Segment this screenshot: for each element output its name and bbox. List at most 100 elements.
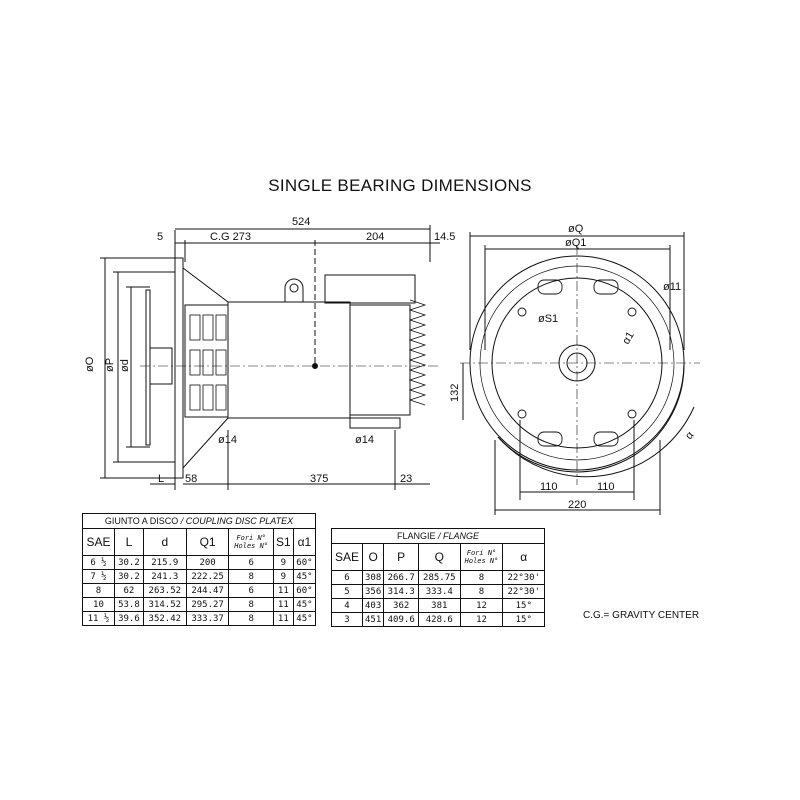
table-cell: 7 ½ xyxy=(82,569,115,584)
dim-dia-Q: øQ xyxy=(568,223,584,235)
table-cell: 60° xyxy=(292,583,317,598)
table-cell: 263.52 xyxy=(142,583,187,598)
holes-it: Fori N° xyxy=(466,549,497,557)
dim-14-5: 14.5 xyxy=(434,231,455,243)
table-cell: 403 xyxy=(361,598,385,613)
dim-cg: C.G 273 xyxy=(210,231,251,243)
table-cell: 22°30' xyxy=(502,584,545,599)
table-cell: 6 xyxy=(228,583,274,598)
gravity-center-note: C.G.= GRAVITY CENTER xyxy=(583,610,700,621)
table-cell: 45° xyxy=(292,611,317,626)
dim-110-right: 110 xyxy=(597,481,615,493)
table-cell: 4 xyxy=(331,598,363,613)
table-cell: 222.25 xyxy=(185,569,230,584)
dim-220: 220 xyxy=(568,499,586,511)
table-cell: 428.6 xyxy=(418,612,461,627)
caption-en: / COUPLING DISC PLATEX xyxy=(180,516,294,526)
table-cell: 11 xyxy=(272,583,294,598)
table-cell: 451 xyxy=(361,612,385,627)
table-cell: 62 xyxy=(113,583,144,598)
dim-dia-d: ød xyxy=(119,359,131,372)
table-cell: 45° xyxy=(292,569,317,584)
table-cell: 15° xyxy=(502,598,545,613)
dim-alpha: α xyxy=(683,429,697,442)
flange-caption: FLANGIE / FLANGE xyxy=(331,528,545,544)
col-Q1: Q1 xyxy=(185,528,230,556)
table-cell: 6 ½ xyxy=(82,555,115,570)
table-cell: 3 xyxy=(331,612,363,627)
table-cell: 362 xyxy=(383,598,420,613)
table-cell: 333.4 xyxy=(418,584,461,599)
table-cell: 200 xyxy=(185,555,230,570)
col-P: P xyxy=(383,543,420,571)
table-cell: 352.42 xyxy=(142,611,187,626)
col-d: d xyxy=(142,528,187,556)
table-cell: 53.8 xyxy=(113,597,144,612)
col-sae: SAE xyxy=(331,543,363,571)
table-cell: 9 xyxy=(272,569,294,584)
table-cell: 409.6 xyxy=(383,612,420,627)
col-alpha: α xyxy=(502,543,545,571)
coupling-disc-table: GIUNTO A DISCO / COUPLING DISC PLATEX SA… xyxy=(82,513,317,626)
dim-dia-Q1: øQ1 xyxy=(565,237,586,249)
col-O: O xyxy=(361,543,385,571)
dim-110-left: 110 xyxy=(540,481,558,493)
table-cell: 8 xyxy=(459,584,504,599)
col-holes: Fori N°Holes N° xyxy=(228,528,274,556)
col-S1: S1 xyxy=(272,528,294,556)
table-cell: 10 xyxy=(82,597,115,612)
flange-table: FLANGIE / FLANGE SAE O P Q Fori N°Holes … xyxy=(331,528,545,627)
table-cell: 30.2 xyxy=(113,555,144,570)
dim-132: 132 xyxy=(449,384,461,402)
table-cell: 22°30' xyxy=(502,570,545,585)
table-cell: 8 xyxy=(228,611,274,626)
dim-23: 23 xyxy=(400,473,412,485)
col-L: L xyxy=(113,528,144,556)
col-alpha1: α1 xyxy=(292,528,317,556)
dim-dia-S1: øS1 xyxy=(538,313,558,325)
table-cell: 356 xyxy=(361,584,385,599)
page-title: SINGLE BEARING DIMENSIONS xyxy=(268,176,532,195)
col-Q: Q xyxy=(418,543,461,571)
dim-dia-O: øO xyxy=(84,356,96,372)
dim-L: L xyxy=(158,473,164,485)
table-cell: 266.7 xyxy=(383,570,420,585)
caption-it: FLANGIE xyxy=(396,531,436,541)
holes-it: Fori N° xyxy=(236,534,266,542)
table-cell: 241.3 xyxy=(142,569,187,584)
table-cell: 8 xyxy=(459,570,504,585)
coupling-caption: GIUNTO A DISCO / COUPLING DISC PLATEX xyxy=(82,513,316,529)
dim-alpha1: α1 xyxy=(620,330,637,347)
table-cell: 8 xyxy=(228,597,274,612)
table-cell: 15° xyxy=(502,612,545,627)
table-cell: 215.9 xyxy=(142,555,187,570)
caption-en: / FLANGE xyxy=(438,531,480,541)
table-cell: 333.37 xyxy=(185,611,230,626)
table-cell: 11 ½ xyxy=(82,611,115,626)
dim-204: 204 xyxy=(366,231,384,243)
table-cell: 8 xyxy=(82,583,115,598)
dim-58: 58 xyxy=(185,473,197,485)
table-cell: 60° xyxy=(292,555,317,570)
table-cell: 12 xyxy=(459,612,504,627)
table-cell: 285.75 xyxy=(418,570,461,585)
table-cell: 295.27 xyxy=(185,597,230,612)
table-cell: 5 xyxy=(331,584,363,599)
table-cell: 11 xyxy=(272,611,294,626)
dim-dia-11: ø11 xyxy=(663,281,681,293)
table-cell: 314.52 xyxy=(142,597,187,612)
dim-5: 5 xyxy=(157,231,163,243)
table-cell: 381 xyxy=(418,598,461,613)
table-cell: 45° xyxy=(292,597,317,612)
table-cell: 11 xyxy=(272,597,294,612)
table-cell: 6 xyxy=(331,570,363,585)
table-cell: 30.2 xyxy=(113,569,144,584)
